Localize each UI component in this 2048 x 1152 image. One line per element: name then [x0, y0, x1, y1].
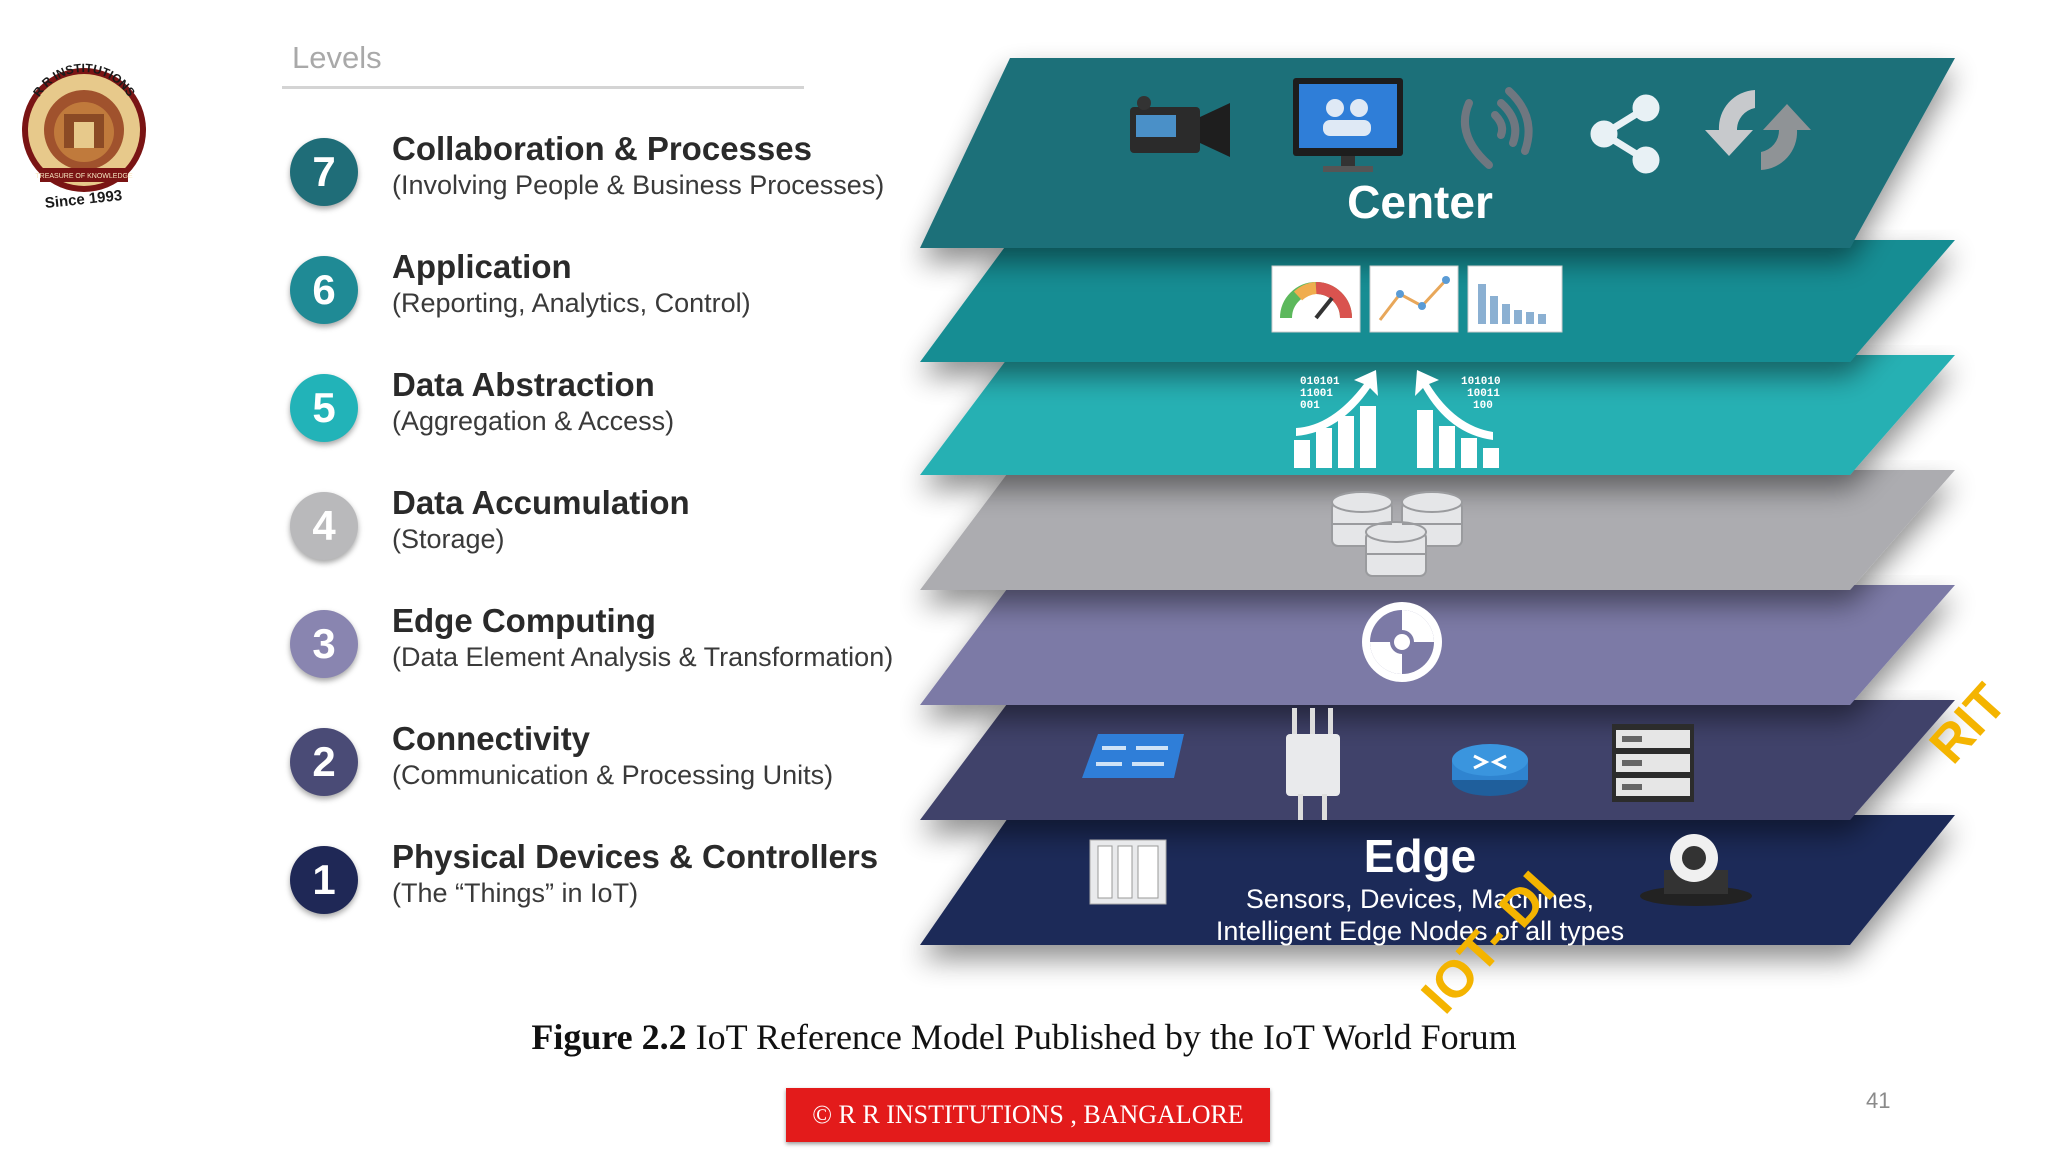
data-upload-icon: 010101 11001 001 [1294, 370, 1378, 468]
level-6: 6 Application (Reporting, Analytics, Con… [290, 248, 910, 338]
level-subtitle: (Aggregation & Access) [392, 406, 675, 436]
layer-2-connectivity [920, 700, 1955, 820]
gauge-icon [1271, 265, 1361, 333]
level-subtitle: (Reporting, Analytics, Control) [392, 288, 751, 318]
layer-5-plate [920, 355, 1955, 475]
layer-7-collaboration [920, 58, 1955, 248]
levels-divider [282, 86, 804, 89]
level-subtitle: (The “Things” in IoT) [392, 878, 639, 908]
rr-institutions-logo: R R INSTITUTIONS TREASURE OF KNOWLEDGE S… [22, 61, 146, 212]
data-download-icon: 101010 10011 100 [1415, 370, 1501, 468]
level-number-badge: 5 [290, 374, 358, 442]
level-subtitle: (Communication & Processing Units) [392, 760, 834, 790]
level-1: 1 Physical Devices & Controllers (The “T… [290, 838, 910, 928]
figure-caption-text: IoT Reference Model Published by the IoT… [686, 1017, 1517, 1057]
monitor-collaboration-icon [1293, 78, 1403, 172]
network-map-icon [1369, 265, 1459, 333]
iot-layer-stack: Center 010101 11001 [920, 58, 1955, 946]
binary-down-line: 10011 [1467, 388, 1500, 400]
share-icon [1590, 94, 1660, 174]
level-title: Data Accumulation [392, 484, 690, 521]
level-5: 5 Data Abstraction (Aggregation & Access… [290, 366, 910, 456]
ptz-camera-icon [1640, 834, 1752, 906]
layer-7-plate [920, 58, 1955, 248]
server-icon [1612, 724, 1694, 802]
level-title: Edge Computing [392, 602, 656, 639]
level-2: 2 Connectivity (Communication & Processi… [290, 720, 910, 810]
binary-up-line: 010101 [1300, 376, 1340, 388]
controller-icon [1089, 839, 1167, 905]
figure-caption: Figure 2.2 IoT Reference Model Published… [0, 1016, 2048, 1058]
level-subtitle: (Storage) [392, 524, 505, 554]
phone-icon [1461, 87, 1533, 169]
bar-report-icon [1467, 265, 1563, 333]
level-title: Physical Devices & Controllers [392, 838, 879, 875]
copyright-badge: © R R INSTITUTIONS , BANGALORE [786, 1088, 1270, 1142]
database-icon [1331, 491, 1463, 577]
level-7: 7 Collaboration & Processes (Involving P… [290, 130, 910, 220]
access-point-icon [1286, 708, 1340, 820]
level-title: Application [392, 248, 572, 285]
level-title: Data Abstraction [392, 366, 655, 403]
level-number-badge: 3 [290, 610, 358, 678]
binary-down-line: 100 [1473, 400, 1493, 412]
level-number-badge: 7 [290, 138, 358, 206]
binary-up-line: 001 [1300, 400, 1320, 412]
binary-down-line: 101010 [1461, 376, 1501, 388]
level-3: 3 Edge Computing (Data Element Analysis … [290, 602, 910, 692]
level-title: Connectivity [392, 720, 591, 757]
sync-icon [1705, 90, 1811, 170]
level-subtitle: (Involving People & Business Processes) [392, 170, 885, 200]
center-label: Center [1347, 176, 1493, 228]
levels-heading: Levels [292, 40, 382, 75]
level-subtitle: (Data Element Analysis & Transformation) [392, 642, 894, 672]
level-number-badge: 6 [290, 256, 358, 324]
logo-motto: TREASURE OF KNOWLEDGE [35, 173, 133, 180]
switch-icon [1082, 734, 1184, 778]
level-title: Collaboration & Processes [392, 130, 812, 167]
level-number-badge: 2 [290, 728, 358, 796]
edge-subtitle-line-2: Intelligent Edge Nodes of all types [1216, 916, 1624, 946]
level-number-badge: 4 [290, 492, 358, 560]
page-number: 41 [1866, 1088, 1891, 1113]
video-camera-icon [1130, 96, 1230, 157]
level-number-badge: 1 [290, 846, 358, 914]
level-4: 4 Data Accumulation (Storage) [290, 484, 910, 574]
edge-label: Edge [1364, 830, 1476, 882]
globe-processing-icon [1362, 602, 1442, 682]
layer-2-plate [920, 700, 1955, 820]
layer-5-abstraction [920, 355, 1955, 475]
figure-label: Figure 2.2 [531, 1017, 687, 1057]
binary-up-line: 11001 [1300, 388, 1333, 400]
edge-subtitle-line-1: Sensors, Devices, Machines, [1246, 884, 1594, 914]
router-icon [1452, 744, 1528, 796]
logo-since: Since 1993 [44, 187, 123, 212]
